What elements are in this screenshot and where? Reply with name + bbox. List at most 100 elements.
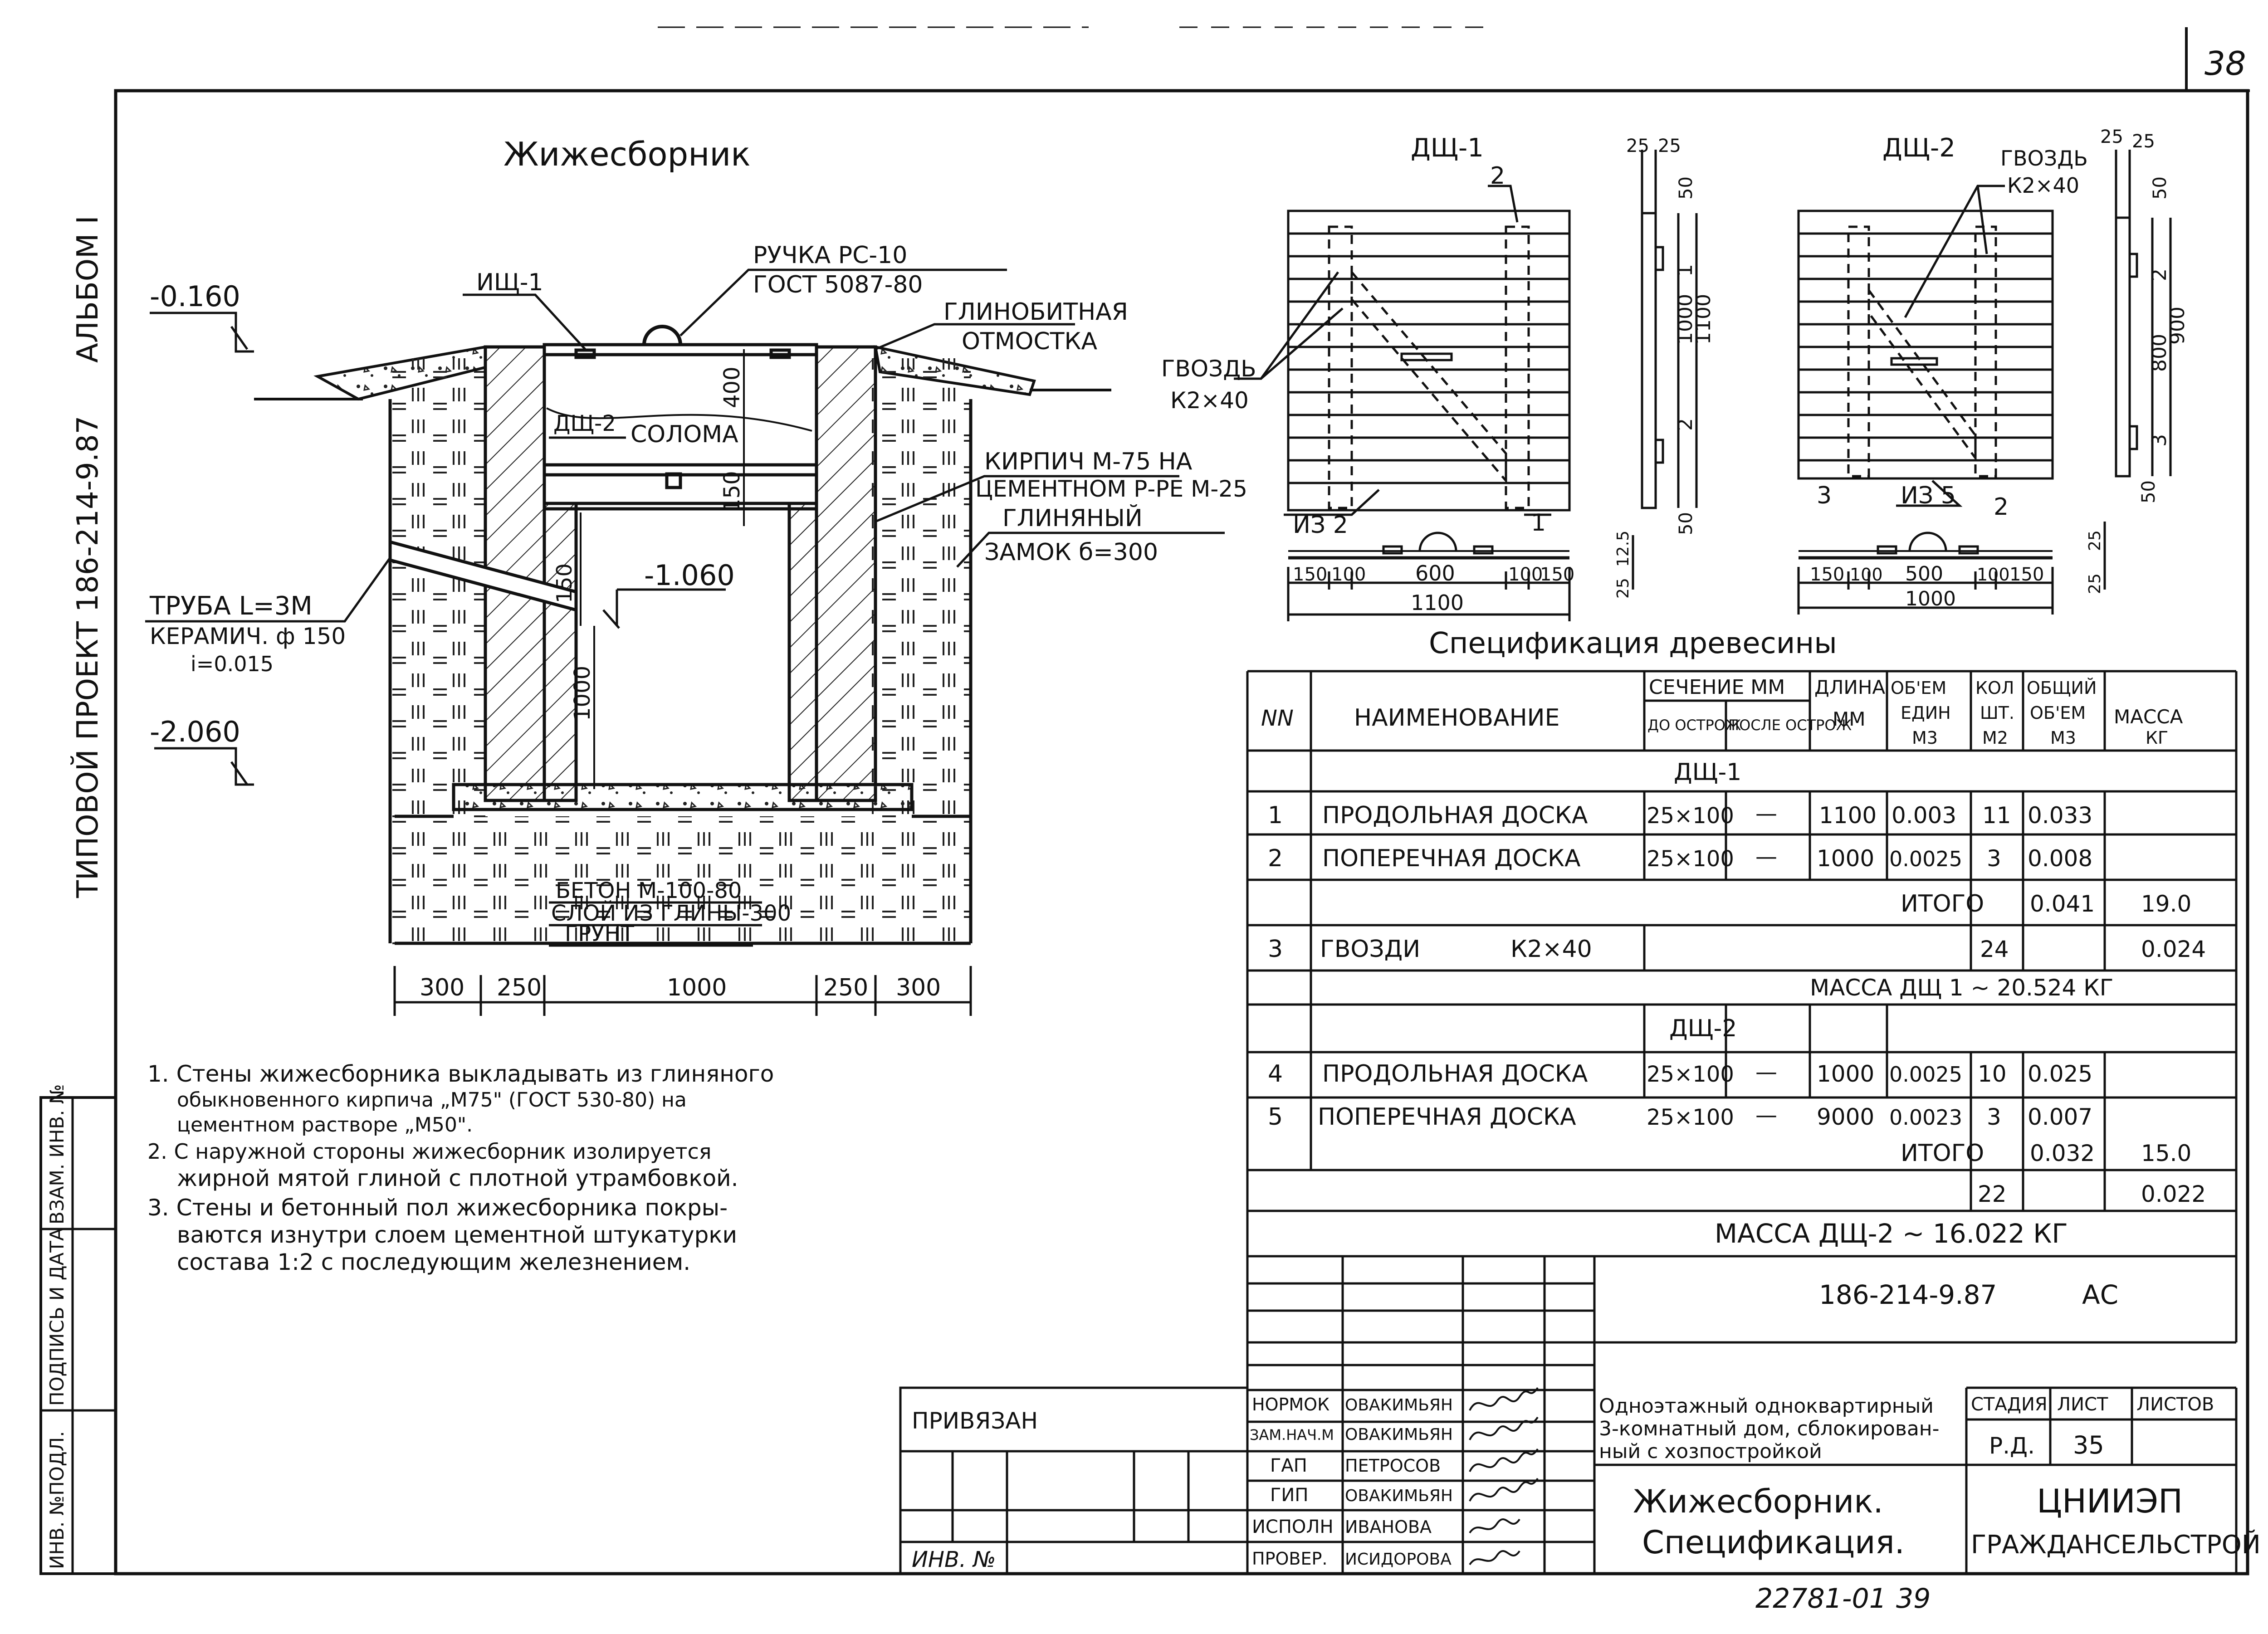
spec-r1-qty: 11 — [1982, 802, 2011, 829]
spec-h-length-2: ММ — [1833, 708, 1865, 730]
dsh1-side-125: 12.5 — [1614, 531, 1633, 567]
tb-stage: Р.Д. — [1989, 1433, 2035, 1459]
dsh1-side-1000: 1000 — [1674, 294, 1697, 345]
dsh2-mark-3: 3 — [1817, 482, 1832, 509]
tb-doc-title-1: Жижесборник. — [1633, 1483, 1883, 1520]
dsh2-nail-label: ГВОЗДЬ — [2000, 146, 2088, 171]
dsh1-side-25c: 25 — [1614, 578, 1633, 599]
dsh2-side-50b: 50 — [2138, 480, 2159, 503]
tb-desc-1: Одноэтажный одноквартирный — [1599, 1395, 1934, 1418]
spec-r3-mass: 0.024 — [2141, 936, 2206, 962]
dsh1-side-50b: 50 — [1676, 512, 1696, 535]
project-label: ТИПОВОЙ ПРОЕКТ 186-214-9.87 — [70, 416, 105, 898]
callout-apron-2: ОТМОСТКА — [962, 328, 1097, 355]
dsh2-side-25d: 25 — [2086, 530, 2104, 551]
tb-doc-title-2: Спецификация. — [1642, 1524, 1905, 1561]
callout-lock-1: ГЛИНЯНЫЙ — [1002, 504, 1143, 532]
spec-h-total-1: ОБЩИЙ — [2027, 678, 2097, 698]
dim-bottom-300b: 300 — [896, 974, 941, 1001]
dsh2-dim-100b: 100 — [1977, 565, 2010, 585]
dsh1-side-50: 50 — [1676, 176, 1696, 200]
spec-r2-name: ПОПЕРЕЧНАЯ ДОСКА — [1322, 845, 1581, 872]
tb-sheet: 35 — [2073, 1431, 2104, 1459]
spec-h-qty-3: М2 — [1982, 728, 2008, 748]
dsh2-dim-1000: 1000 — [1905, 587, 1956, 610]
spec-r1-after: — — [1755, 801, 1777, 826]
spec-r1-vol: 0.003 — [1892, 802, 1956, 829]
spec-h-name: НАИМЕНОВАНИЕ — [1354, 704, 1559, 732]
spec-h-qty-2: ШТ. — [1980, 703, 2014, 723]
title-block — [899, 1256, 2238, 1575]
tb-desc-3: ный с хозпостройкой — [1599, 1440, 1822, 1463]
spec-h-before: ДО ОСТРОЖ — [1647, 717, 1741, 734]
spec-total2-label: ИТОГО — [1901, 1140, 1984, 1167]
callout-handle-2: ГОСТ 5087-80 — [753, 271, 923, 298]
callout-handle-1: РУЧКА РС-10 — [753, 242, 907, 269]
spec-r4-sec: 25×100 — [1647, 1062, 1734, 1087]
section-title: Жижесборник — [503, 135, 751, 173]
dsh1-side-mark-1: 1 — [1674, 264, 1697, 277]
spec-r5-sec: 25×100 — [1647, 1105, 1734, 1130]
spec-h-volume-3: М3 — [1912, 728, 1938, 748]
dsh1-dim-1100: 1100 — [1411, 590, 1464, 615]
spec-r3-num: 3 — [1268, 936, 1283, 963]
callout-lock-2: ЗАМОК б=300 — [984, 539, 1158, 566]
spec-r2-num: 2 — [1268, 845, 1283, 872]
tb-privyazan: ПРИВЯЗАН — [912, 1408, 1038, 1434]
level-mark-3: -2.060 — [150, 715, 240, 748]
signatures — [1469, 1387, 1539, 1566]
dim-bottom-1000: 1000 — [667, 974, 727, 1001]
spec-mass2: МАССА ДЩ-2 ~ 16.022 КГ — [1715, 1218, 2068, 1249]
tb-desc-2: 3-комнатный дом, сблокирован- — [1599, 1417, 1939, 1440]
spec-h-qty-1: КОЛ — [1975, 678, 2014, 698]
spec-r5-qty: 3 — [1987, 1104, 2001, 1130]
stamp-inv-podl: ИНВ. №ПОДЛ. — [46, 1431, 68, 1569]
tb-code: 186-214-9.87 — [1819, 1279, 1997, 1310]
sheet-number: 38 — [2204, 44, 2246, 83]
dsh2-drawing: ДЩ-2 ГВОЗДЬ К2×40 — [1797, 127, 2189, 615]
spec-total1-mass: 19.0 — [2141, 891, 2191, 917]
spec-title: Спецификация древесины — [1429, 627, 1837, 660]
spec-r5-num: 5 — [1268, 1103, 1283, 1131]
callout-apron-1: ГЛИНОБИТНАЯ — [943, 298, 1128, 326]
archive-page: 39 — [1896, 1583, 1931, 1614]
dsh2-dim-150b: 150 — [2009, 564, 2044, 585]
dsh1-mark-1: 1 — [1531, 509, 1546, 537]
spec-r5-after: — — [1755, 1102, 1777, 1128]
spec-total2-mass: 15.0 — [2141, 1140, 2191, 1166]
spec-total1-vol: 0.041 — [2030, 891, 2095, 917]
stamp-vzam-inv: ВЗАМ. ИНВ. № — [46, 1084, 68, 1224]
album-label: АЛЬБОМ I — [71, 215, 105, 363]
callout-pipe-2: КЕРАМИЧ. ф 150 — [150, 623, 346, 649]
tb-role-1: НОРМОК — [1252, 1395, 1330, 1415]
spec-h-total-3: М3 — [2050, 728, 2076, 748]
note-line-6: 3. Стены и бетонный пол жижесборника пок… — [147, 1195, 728, 1221]
spec-r3-name: ГВОЗДИ — [1320, 936, 1420, 963]
callout-pipe-1: ТРУБА L=3М — [149, 591, 313, 621]
note-line-4: 2. С наружной стороны жижесборник изолир… — [147, 1139, 711, 1164]
callout-ish1: ИЩ-1 — [476, 269, 543, 296]
dsh2-nail-size: К2×40 — [2007, 173, 2079, 198]
tb-sheets-h: ЛИСТОВ — [2136, 1394, 2214, 1415]
dsh1-drawing: ДЩ-1 2 — [1161, 133, 1715, 621]
tb-name-3: ПЕТРОСОВ — [1345, 1456, 1441, 1476]
spec-nails2-qty: 22 — [1978, 1181, 2007, 1207]
spec-r4-qty: 10 — [1978, 1061, 2007, 1087]
spec-r1-sec: 25×100 — [1647, 803, 1734, 829]
spec-r1-len: 1100 — [1819, 802, 1877, 829]
tb-mark: АС — [2082, 1279, 2118, 1310]
spec-r3-size: К2×40 — [1510, 936, 1592, 963]
spec-r5-len: 9000 — [1817, 1104, 1874, 1130]
spec-r4-after: — — [1755, 1059, 1777, 1085]
notes: 1. Стены жижесборника выкладывать из гли… — [147, 1061, 774, 1275]
callout-brick-1: КИРПИЧ М-75 НА — [984, 448, 1193, 475]
spec-h-mass-2: КГ — [2146, 728, 2168, 748]
spec-r4-num: 4 — [1268, 1060, 1283, 1088]
level-mark-1: -0.160 — [150, 280, 240, 313]
spec-group-1: ДЩ-1 — [1674, 759, 1741, 786]
dsh1-dim-150b: 150 — [1540, 564, 1574, 585]
dsh2-side-25b: 25 — [2132, 131, 2155, 152]
dsh1-mark-iz2: ИЗ 2 — [1293, 512, 1348, 539]
note-line-1: 1. Стены жижесборника выкладывать из гли… — [147, 1061, 774, 1087]
